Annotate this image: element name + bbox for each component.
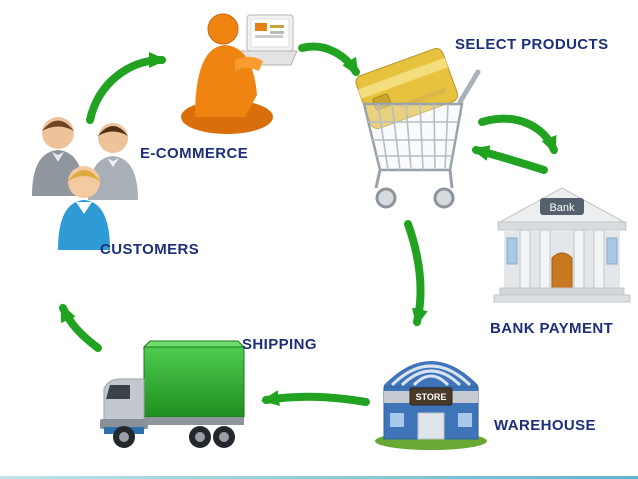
- bank-sign-text: Bank: [549, 202, 575, 214]
- shopping-cart-icon: [355, 47, 481, 209]
- label-bank-payment: BANK PAYMENT: [490, 320, 614, 337]
- store-sign-text: STORE: [416, 392, 447, 402]
- label-shipping: SHIPPING: [242, 336, 317, 353]
- warehouse-icon: STORE: [375, 361, 487, 450]
- label-customers: CUSTOMERS: [100, 241, 200, 258]
- label-warehouse: WAREHOUSE: [494, 417, 596, 434]
- arrow-warehouse-to-truck: [261, 390, 370, 407]
- ecommerce-person-icon: [181, 13, 298, 134]
- arrow-cart-to-bank: [478, 114, 558, 155]
- shipping-truck-icon: [100, 340, 246, 448]
- customers-icon: [32, 117, 138, 250]
- bank-icon: Bank: [493, 187, 631, 303]
- arrow-bank-to-cart: [471, 145, 548, 174]
- slide-bottom-border: [0, 476, 638, 479]
- arrow-cart-to-warehouse: [404, 220, 428, 327]
- label-select-products: SELECT PRODUCTS: [455, 36, 609, 53]
- label-ecommerce: E-COMMERCE: [140, 145, 249, 162]
